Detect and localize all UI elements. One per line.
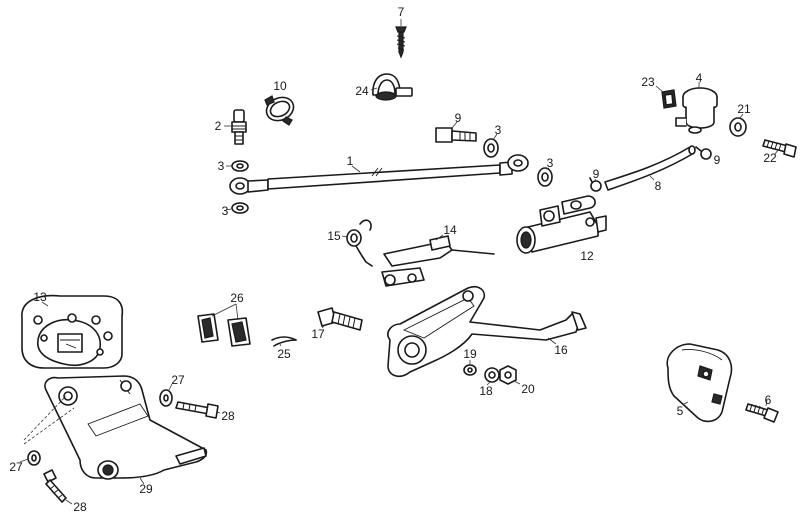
part-6-screw — [745, 399, 779, 423]
part-20-nut — [499, 365, 521, 385]
callout-3-lower-left: 3 — [221, 204, 229, 218]
part-9-hose-clip-left — [589, 177, 602, 192]
part-23-clip — [655, 85, 677, 109]
part-27-washer-left — [19, 450, 41, 466]
callout-7: 9 — [454, 111, 462, 125]
callout-28-left: 28 — [73, 500, 87, 514]
part-3-washer-middle — [483, 133, 499, 158]
callout-27-left: 27 — [9, 460, 23, 474]
callout-14: 14 — [443, 223, 457, 237]
part-26-brake-pads — [197, 303, 251, 347]
part-28-bolt-right — [175, 401, 221, 419]
part-12-master-cylinder — [516, 195, 607, 254]
callout-1: 1 — [346, 154, 354, 168]
callout-23: 23 — [641, 75, 655, 89]
callout-22: 22 — [763, 151, 777, 165]
callout-2: 2 — [214, 119, 222, 133]
part-25-pin — [271, 336, 297, 347]
callout-29: 29 — [139, 482, 153, 496]
callout-8: 8 — [654, 179, 662, 193]
alignment-dashed-line-lower — [23, 407, 75, 445]
part-13-brake-caliper — [21, 294, 124, 369]
alignment-dashed-line-upper — [23, 395, 67, 441]
part-3-washer-lower-left — [225, 202, 249, 214]
callout-18: 18 — [479, 384, 493, 398]
callout-20: 20 — [521, 382, 535, 396]
callout-28-right: 28 — [221, 409, 235, 423]
callout-12: 12 — [580, 249, 594, 263]
callout-16: 16 — [554, 343, 568, 357]
part-14-push-rod — [381, 234, 495, 287]
callout-21: 21 — [737, 102, 751, 116]
callout-27-right: 27 — [171, 373, 185, 387]
callout-15: 15 — [327, 229, 341, 243]
callout-9-right: 9 — [713, 153, 721, 167]
part-8-hose — [604, 145, 696, 191]
callout-13: 13 — [33, 290, 47, 304]
part-3-washer-right — [537, 167, 553, 187]
part-7-banjo-bolt — [435, 121, 477, 143]
part-28-bolt-left — [43, 469, 73, 505]
part-4-fluid-reservoir — [675, 82, 718, 134]
callout-24: 24 — [355, 84, 369, 98]
part-21-washer — [729, 113, 747, 137]
callout-3-right: 3 — [546, 156, 554, 170]
part-1-brake-hose — [229, 154, 529, 195]
callout-17: 17 — [311, 327, 325, 341]
callout-3-middle: 3 — [494, 123, 502, 137]
part-27-washer-right — [159, 383, 173, 407]
part-5-cover — [666, 343, 733, 423]
callout-5: 5 — [676, 404, 684, 418]
part-9-hose-clip-right — [695, 146, 712, 160]
callout-25: 25 — [277, 347, 291, 361]
part-24-cable-clamp — [370, 73, 413, 101]
part-17-pivot-bolt — [317, 307, 363, 331]
part-15-spring — [341, 219, 373, 267]
part-2-bleeder-valve — [224, 109, 247, 145]
part-16-brake-pedal — [387, 285, 587, 378]
callout-9-left: 9 — [592, 167, 600, 181]
callout-10: 10 — [273, 79, 287, 93]
part-19-washer — [463, 360, 477, 376]
part-10-hose-clamp — [264, 95, 295, 126]
part-3-washer-upper-left — [226, 160, 249, 172]
callout-6: 6 — [764, 393, 772, 407]
callout-3-upper-left: 3 — [217, 159, 225, 173]
part-29-mounting-plate — [44, 375, 208, 485]
callout-4: 4 — [695, 71, 703, 85]
part-18-washer — [484, 367, 500, 386]
part-11-screw — [395, 19, 407, 59]
callout-11: 7 — [397, 5, 405, 19]
callout-26: 26 — [230, 291, 244, 305]
part-22-bolt — [762, 139, 797, 158]
callout-19: 19 — [463, 347, 477, 361]
